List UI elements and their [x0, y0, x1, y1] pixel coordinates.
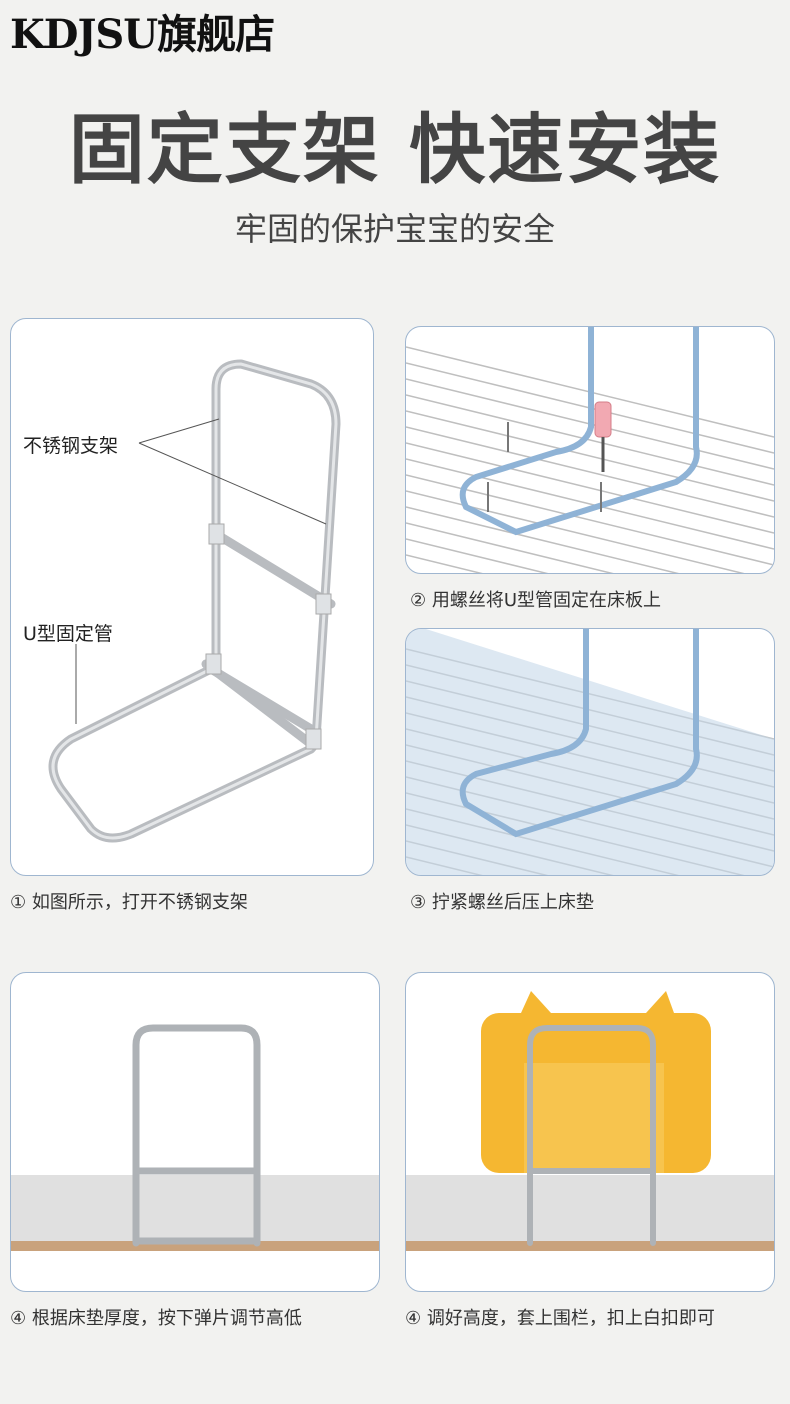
headline: 固定支架 快速安装	[68, 105, 722, 194]
caption-step-2: ② 用螺丝将U型管固定在床板上	[410, 590, 662, 611]
height-illustration	[11, 1024, 379, 1251]
brand-name: KDJSU旗舰店	[10, 11, 275, 58]
bed-slat	[406, 442, 774, 534]
bed-slat	[406, 538, 549, 573]
bed-slat	[406, 458, 774, 550]
panel-attach-guard	[405, 972, 775, 1292]
panel-screw-fix	[405, 326, 775, 574]
label-u-tube: U型固定管	[23, 623, 113, 645]
caption-step-3: ③ 拧紧螺丝后压上床垫	[410, 892, 594, 913]
caption-step-5: ④ 调好高度，套上围栏，扣上白扣即可	[405, 1308, 715, 1329]
bed-slat	[406, 522, 614, 573]
mattress-illustration	[406, 629, 774, 875]
subheadline: 牢固的保护宝宝的安全	[234, 210, 555, 248]
bed-slat	[406, 554, 483, 573]
frame-illustration	[48, 359, 341, 843]
bed-slat	[406, 474, 774, 566]
panel-frame: 不锈钢支架 U型固定管	[10, 318, 374, 876]
panel-mattress-press	[405, 628, 775, 876]
bed-slat	[406, 570, 418, 573]
guard-illustration	[406, 991, 774, 1251]
bed-slat	[406, 506, 680, 573]
bed-slat	[406, 394, 774, 486]
label-stainless-frame: 不锈钢支架	[23, 435, 119, 457]
caption-step-1: ① 如图所示，打开不锈钢支架	[10, 892, 248, 913]
caption-step-4: ④ 根据床垫厚度，按下弹片调节高低	[10, 1308, 302, 1329]
screw-illustration	[406, 327, 774, 573]
bed-slat	[406, 410, 774, 502]
panel-adjust-height	[10, 972, 380, 1292]
bed-slat	[406, 426, 774, 518]
